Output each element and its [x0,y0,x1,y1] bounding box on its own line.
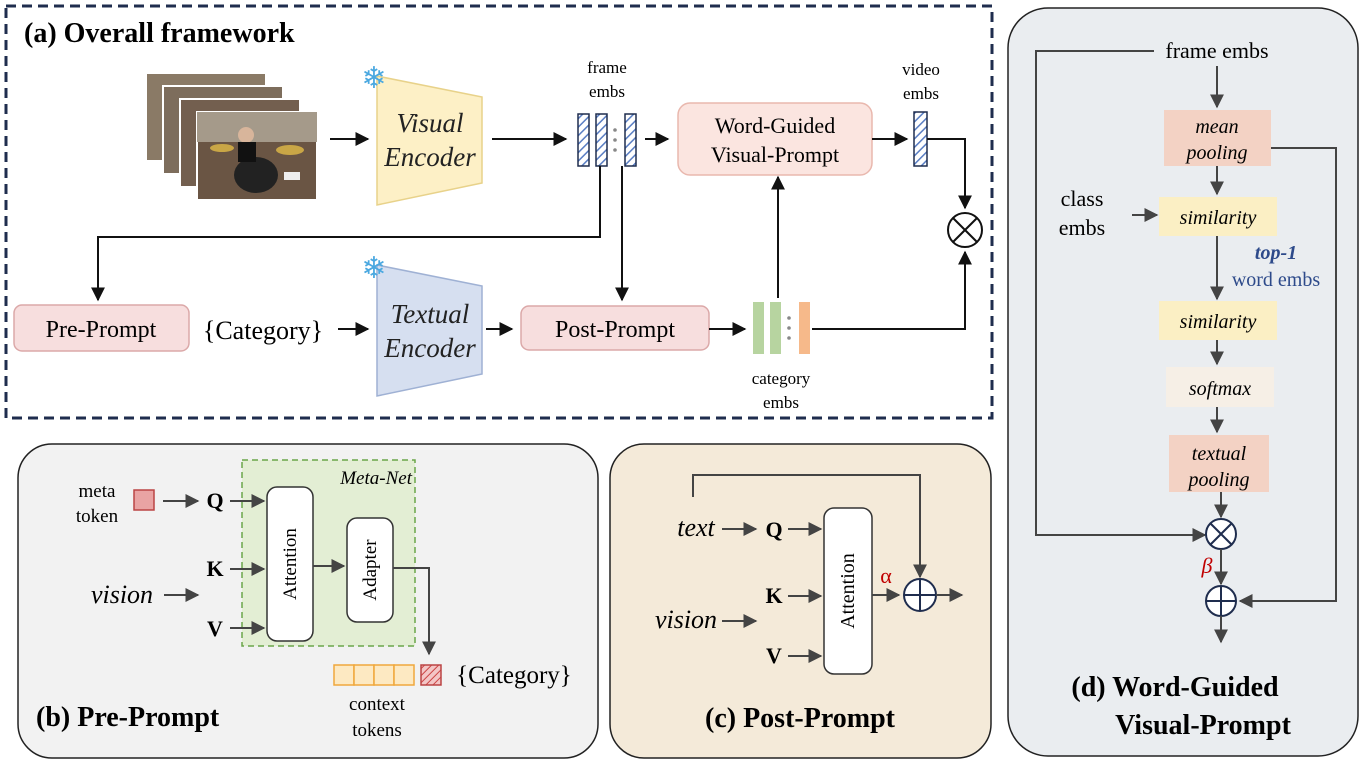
meta-net-label: Meta-Net [339,468,412,489]
panel-c-title: (c) Post-Prompt [705,703,896,734]
post-prompt-label: Post-Prompt [555,317,675,343]
mean-pooling-block [1164,110,1271,166]
b-attention-block [266,486,314,642]
c-text-label: text [677,513,715,542]
meta-token-square [133,489,155,511]
similarity-label-2: similarity [1180,311,1257,333]
panel-c-frame [609,443,992,759]
textual-encoder-label-2: Encoder [383,333,476,363]
panel-a-frame [4,4,994,420]
visual-encoder-label-1: Visual [397,108,464,138]
alpha-label: α [880,563,892,588]
class-embs-label-1: class [1061,186,1104,211]
mean-pooling-label-1: mean [1195,116,1238,138]
meta-token-label-1: meta [79,481,116,502]
c-q-label: Q [765,517,782,542]
visual-encoder-block [376,75,483,206]
d-frame-embs-label: frame embs [1165,38,1268,63]
snowflake-icon-2: ❄ [361,252,386,285]
beta-label: β [1201,553,1213,578]
add-icon-d [1205,585,1237,617]
similarity-block-1 [1159,197,1277,236]
similarity-block-2 [1159,301,1277,340]
b-v-label: V [207,616,223,641]
snowflake-icon: ❄ [361,62,386,95]
panel-a-title: (a) Overall framework [24,18,295,49]
meta-token-label-2: token [76,506,119,527]
video-frames-image [145,72,318,201]
word-guided-label-2: Visual-Prompt [711,142,839,167]
textual-pooling-label-2: pooling [1186,469,1249,491]
b-category-label: {Category} [456,662,572,689]
visual-encoder-label-2: Encoder [383,142,476,172]
c-v-label: V [766,643,782,668]
b-k-label: K [206,556,223,581]
frame-embs-label-2: embs [589,82,625,101]
context-tokens-label-2: tokens [352,720,402,741]
add-icon-c [903,578,937,612]
multiply-icon [947,212,983,248]
pre-prompt-block [13,304,190,352]
category-token [420,664,442,686]
video-embs-label-1: video [902,60,940,79]
video-embs-label-2: embs [903,84,939,103]
class-embs-label-2: embs [1059,215,1105,240]
category-embs-vectors [753,302,810,354]
adapter-block [346,517,394,623]
word-guided-label-1: Word-Guided [715,113,835,138]
textual-encoder-block [376,264,483,397]
c-vision-label: vision [655,605,717,634]
b-attention-label: Attention [280,528,301,600]
word-embs-label: word embs [1232,269,1321,291]
c-k-label: K [765,583,782,608]
panel-d-title-1: (d) Word-Guided [1071,672,1279,703]
softmax-label: softmax [1189,378,1251,400]
category-embs-label-2: embs [763,393,799,412]
mean-pooling-label-2: pooling [1184,142,1247,164]
category-label: {Category} [203,316,323,345]
similarity-label-1: similarity [1180,207,1257,229]
b-q-label: Q [206,488,223,513]
context-tokens [333,664,415,686]
frame-embs-label-1: frame [587,58,627,77]
adapter-label: Adapter [360,539,381,601]
context-tokens-label-1: context [349,694,406,715]
c-attention-block [823,507,873,675]
panel-b-title: (b) Pre-Prompt [36,702,220,733]
c-attention-label: Attention [837,553,859,629]
panel-d-title-2: Visual-Prompt [1115,710,1291,741]
textual-encoder-label-1: Textual [391,299,470,329]
b-vision-label: vision [91,580,153,609]
textual-pooling-block [1169,435,1269,492]
category-embs-label-1: category [752,369,811,388]
top1-label: top-1 [1255,242,1297,264]
softmax-block [1166,367,1274,407]
video-embs-vector [913,111,928,167]
frame-embs-vectors [577,113,637,167]
textual-pooling-label-1: textual [1192,443,1247,465]
pre-prompt-label: Pre-Prompt [46,317,157,343]
multiply-icon-d [1205,518,1237,550]
